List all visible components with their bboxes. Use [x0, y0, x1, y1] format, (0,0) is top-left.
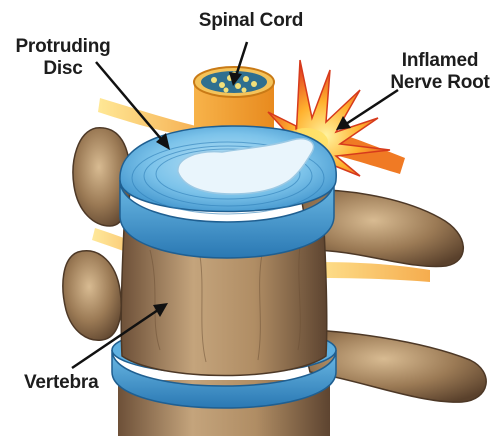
- protruding-disc: [120, 126, 336, 258]
- label-vertebra: Vertebra: [24, 372, 98, 394]
- label-protruding-disc: Protruding Disc: [4, 36, 122, 80]
- label-inflamed-nerve-root: Inflamed Nerve Root: [382, 50, 498, 94]
- label-spinal-cord: Spinal Cord: [187, 10, 315, 32]
